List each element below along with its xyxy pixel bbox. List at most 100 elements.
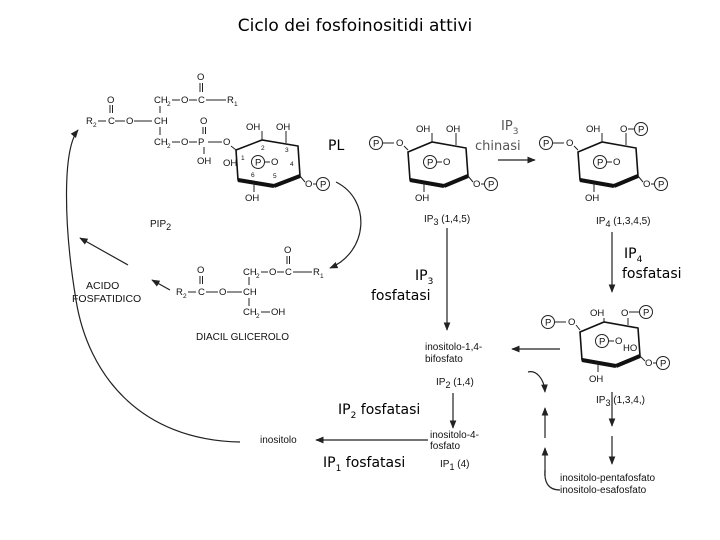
- ip2-fosfatasi-label: IP2 fosfatasi: [338, 402, 420, 421]
- fosfato4-label-line1: inositolo-4-: [430, 430, 479, 441]
- atom-o: O: [271, 157, 278, 168]
- atom-oh: OH: [446, 124, 460, 135]
- atom-oh: OH: [589, 374, 603, 385]
- atom-oh: OH: [276, 122, 290, 133]
- ip4-fosfatasi-label: IP4: [624, 246, 643, 265]
- atom-p: P: [599, 337, 605, 348]
- atom-o: O: [284, 245, 291, 256]
- atom-o: O: [223, 137, 230, 148]
- atom-o: O: [643, 179, 650, 190]
- bifosfato-label-line1: inositolo-1,4-: [425, 342, 482, 353]
- ip4-1345-label: IP4 (1,3,4,5): [596, 216, 651, 229]
- atom-sub: 2: [256, 313, 260, 320]
- ip3-fosfatasi-word: fosfatasi: [371, 288, 431, 304]
- atom-ch2: CH: [154, 95, 168, 106]
- atom-o: O: [613, 157, 620, 168]
- atom-p: P: [597, 158, 603, 169]
- atom-p: P: [658, 180, 664, 191]
- atom-oh: OH: [197, 156, 211, 167]
- ring-number: 3: [285, 147, 289, 154]
- atom-ch2: CH: [154, 137, 168, 148]
- atom-p: P: [488, 180, 494, 191]
- atom-sub: 2: [167, 143, 171, 150]
- ip3-134-structure: P O OH O P P O HO O P OH: [541, 305, 670, 385]
- atom-o: O: [620, 124, 627, 135]
- arrow-pl-cleavage: [329, 181, 362, 269]
- atom-ch: CH: [243, 287, 257, 298]
- inositolo-label: inositolo: [260, 435, 297, 446]
- atom-p: P: [373, 139, 379, 150]
- atom-o: O: [568, 317, 575, 328]
- atom-c: C: [198, 95, 205, 106]
- atom-r: R: [176, 287, 183, 298]
- acido-label: ACIDO: [86, 280, 119, 292]
- atom-ho: HO: [623, 343, 637, 354]
- ring-number: 4: [290, 161, 294, 168]
- ip3-chinasi-label: IP3: [501, 119, 518, 137]
- atom-oh: OH: [245, 193, 259, 204]
- ring-number: 5: [273, 173, 277, 180]
- ring-number: 1: [241, 155, 245, 162]
- atom-o: O: [181, 95, 188, 106]
- atom-sub: 2: [183, 293, 187, 300]
- atom-p: P: [320, 180, 326, 191]
- atom-sub: 2: [93, 122, 97, 129]
- ip2-14-label: IP2 (1,4): [436, 377, 474, 390]
- atom-p: P: [638, 125, 644, 136]
- ip4-fosfatasi-word: fosfatasi: [622, 266, 682, 282]
- atom-sub: 1: [234, 101, 238, 108]
- arrow-dag-to-pa: [151, 279, 171, 291]
- atom-o: O: [305, 179, 312, 190]
- atom-oh: OH: [585, 193, 599, 204]
- atom-o: O: [200, 116, 207, 127]
- atom-o: O: [615, 336, 622, 347]
- atom-oh: OH: [590, 308, 604, 319]
- diacylglycerol-structure: R 2 C O O CH CH 2 O C O R 1 CH 2 OH: [176, 245, 324, 320]
- ip1-fosfatasi-label: IP1 fosfatasi: [323, 455, 405, 474]
- arrow-pa-to-pip2: [79, 237, 129, 266]
- ring-number: 6: [251, 172, 255, 179]
- ip3-fosfatasi-label: IP3: [415, 268, 433, 287]
- atom-c: C: [198, 287, 205, 298]
- atom-r: R: [313, 267, 320, 278]
- atom-o: O: [566, 138, 573, 149]
- atom-o: O: [219, 287, 226, 298]
- diagram-title: Ciclo dei fosfoinositidi attivi: [237, 16, 473, 36]
- pentafosfato-label: inositolo-pentafosfato: [560, 473, 656, 484]
- atom-o: O: [473, 179, 480, 190]
- atom-o: O: [396, 138, 403, 149]
- ip1-4-label: IP1 (4): [440, 459, 469, 472]
- fosfatidico-label: FOSFATIDICO: [72, 293, 141, 305]
- atom-oh: OH: [246, 122, 260, 133]
- atom-oh: OH: [271, 307, 285, 318]
- atom-oh: OH: [415, 193, 429, 204]
- arrow-cycle-up: [65, 129, 241, 443]
- atom-p: P: [660, 359, 666, 370]
- atom-o: O: [107, 95, 114, 106]
- atom-oh: OH: [586, 124, 600, 135]
- atom-p: P: [427, 158, 433, 169]
- atom-sub: 2: [256, 273, 260, 280]
- pip2-structure: R 2 C O O CH CH 2 O C O R 1 CH 2 O P O O…: [86, 72, 330, 204]
- fosfato4-label-line2: fosfato: [430, 441, 460, 452]
- pip2-label: PIP2: [150, 219, 171, 232]
- bifosfato-label-line2: bifosfato: [425, 354, 463, 365]
- atom-o: O: [645, 358, 652, 369]
- arrow-curve-right: [527, 371, 548, 393]
- atom-c: C: [108, 116, 115, 127]
- ip3-145-structure: P O OH OH P O O P OH: [369, 124, 498, 204]
- atom-r: R: [86, 116, 93, 127]
- pl-enzyme-label: PL: [328, 138, 344, 154]
- diacilglicerolo-label: DIACIL GLICEROLO: [196, 332, 289, 343]
- atom-p: P: [543, 139, 549, 150]
- atom-o: O: [197, 72, 204, 83]
- atom-oh: OH: [223, 158, 237, 169]
- atom-oh: OH: [416, 124, 430, 135]
- ip3-145-label: IP3 (1,4,5): [424, 214, 470, 227]
- atom-c: C: [285, 267, 292, 278]
- atom-ch: CH: [154, 116, 168, 127]
- arrow-curve-bottom: [544, 469, 561, 491]
- atom-ch2: CH: [243, 307, 257, 318]
- atom-p: P: [545, 318, 551, 329]
